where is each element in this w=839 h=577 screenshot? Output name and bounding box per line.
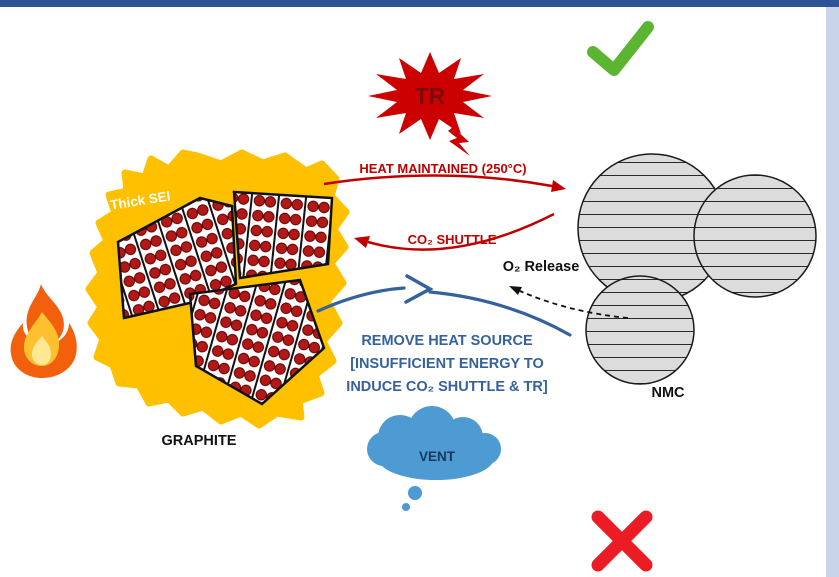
cloud-bump <box>367 432 401 466</box>
tr-burst-flash <box>448 127 470 156</box>
remove-heat-label-line2: [INSUFFICIENT ENERGY TO <box>350 356 544 372</box>
right-border <box>826 7 839 577</box>
o2-dashed-arrowhead <box>509 286 522 295</box>
top-border <box>0 0 839 7</box>
vent-label: VENT <box>419 449 456 464</box>
graphite-label: GRAPHITE <box>162 433 237 449</box>
graphite-particle <box>232 190 334 280</box>
cloud-bump <box>469 433 501 465</box>
nmc-particle <box>693 174 817 298</box>
co2-arrow <box>367 212 555 251</box>
flame-core <box>32 336 51 365</box>
remove-heat-arrow <box>316 274 572 337</box>
cloud-trail-bubble <box>402 503 410 511</box>
tr-label: TR <box>415 83 446 109</box>
graphite-particle <box>116 196 238 320</box>
flame-icon <box>10 284 77 378</box>
cross-icon <box>591 510 653 572</box>
cloud-trail-bubble <box>408 486 422 500</box>
red-arrowheads <box>354 180 566 248</box>
nmc-label: NMC <box>651 385 685 401</box>
cross-stroke <box>591 510 653 572</box>
o2-release-label: O₂ Release <box>503 259 580 275</box>
tr-burst-shape <box>368 52 492 140</box>
o2-dashed-arrow <box>519 290 629 319</box>
tr-burst-icon <box>368 52 492 156</box>
heat-arrowhead <box>551 180 566 192</box>
co2-arrowhead <box>354 236 370 248</box>
co2-arrow-label: CO₂ SHUTTLE <box>408 232 497 247</box>
remove-heat-arrowhead <box>404 274 434 304</box>
heat-arrow <box>323 174 553 188</box>
checkmark-icon <box>587 21 654 76</box>
vent-cloud-icon <box>367 406 501 511</box>
remove-heat-label-line3: INDUCE CO₂ SHUTTLE & TR] <box>346 379 548 395</box>
red-arrows <box>323 174 555 251</box>
heat-arrow-label: HEAT MAINTAINED (250°C) <box>359 161 526 176</box>
remove-heat-arrow-shaft-right <box>428 290 572 337</box>
remove-heat-label-line1: REMOVE HEAT SOURCE <box>361 333 533 349</box>
nmc-particle <box>585 275 695 385</box>
graphite-particle <box>188 278 326 406</box>
remove-heat-arrow-shaft-left <box>316 286 406 313</box>
